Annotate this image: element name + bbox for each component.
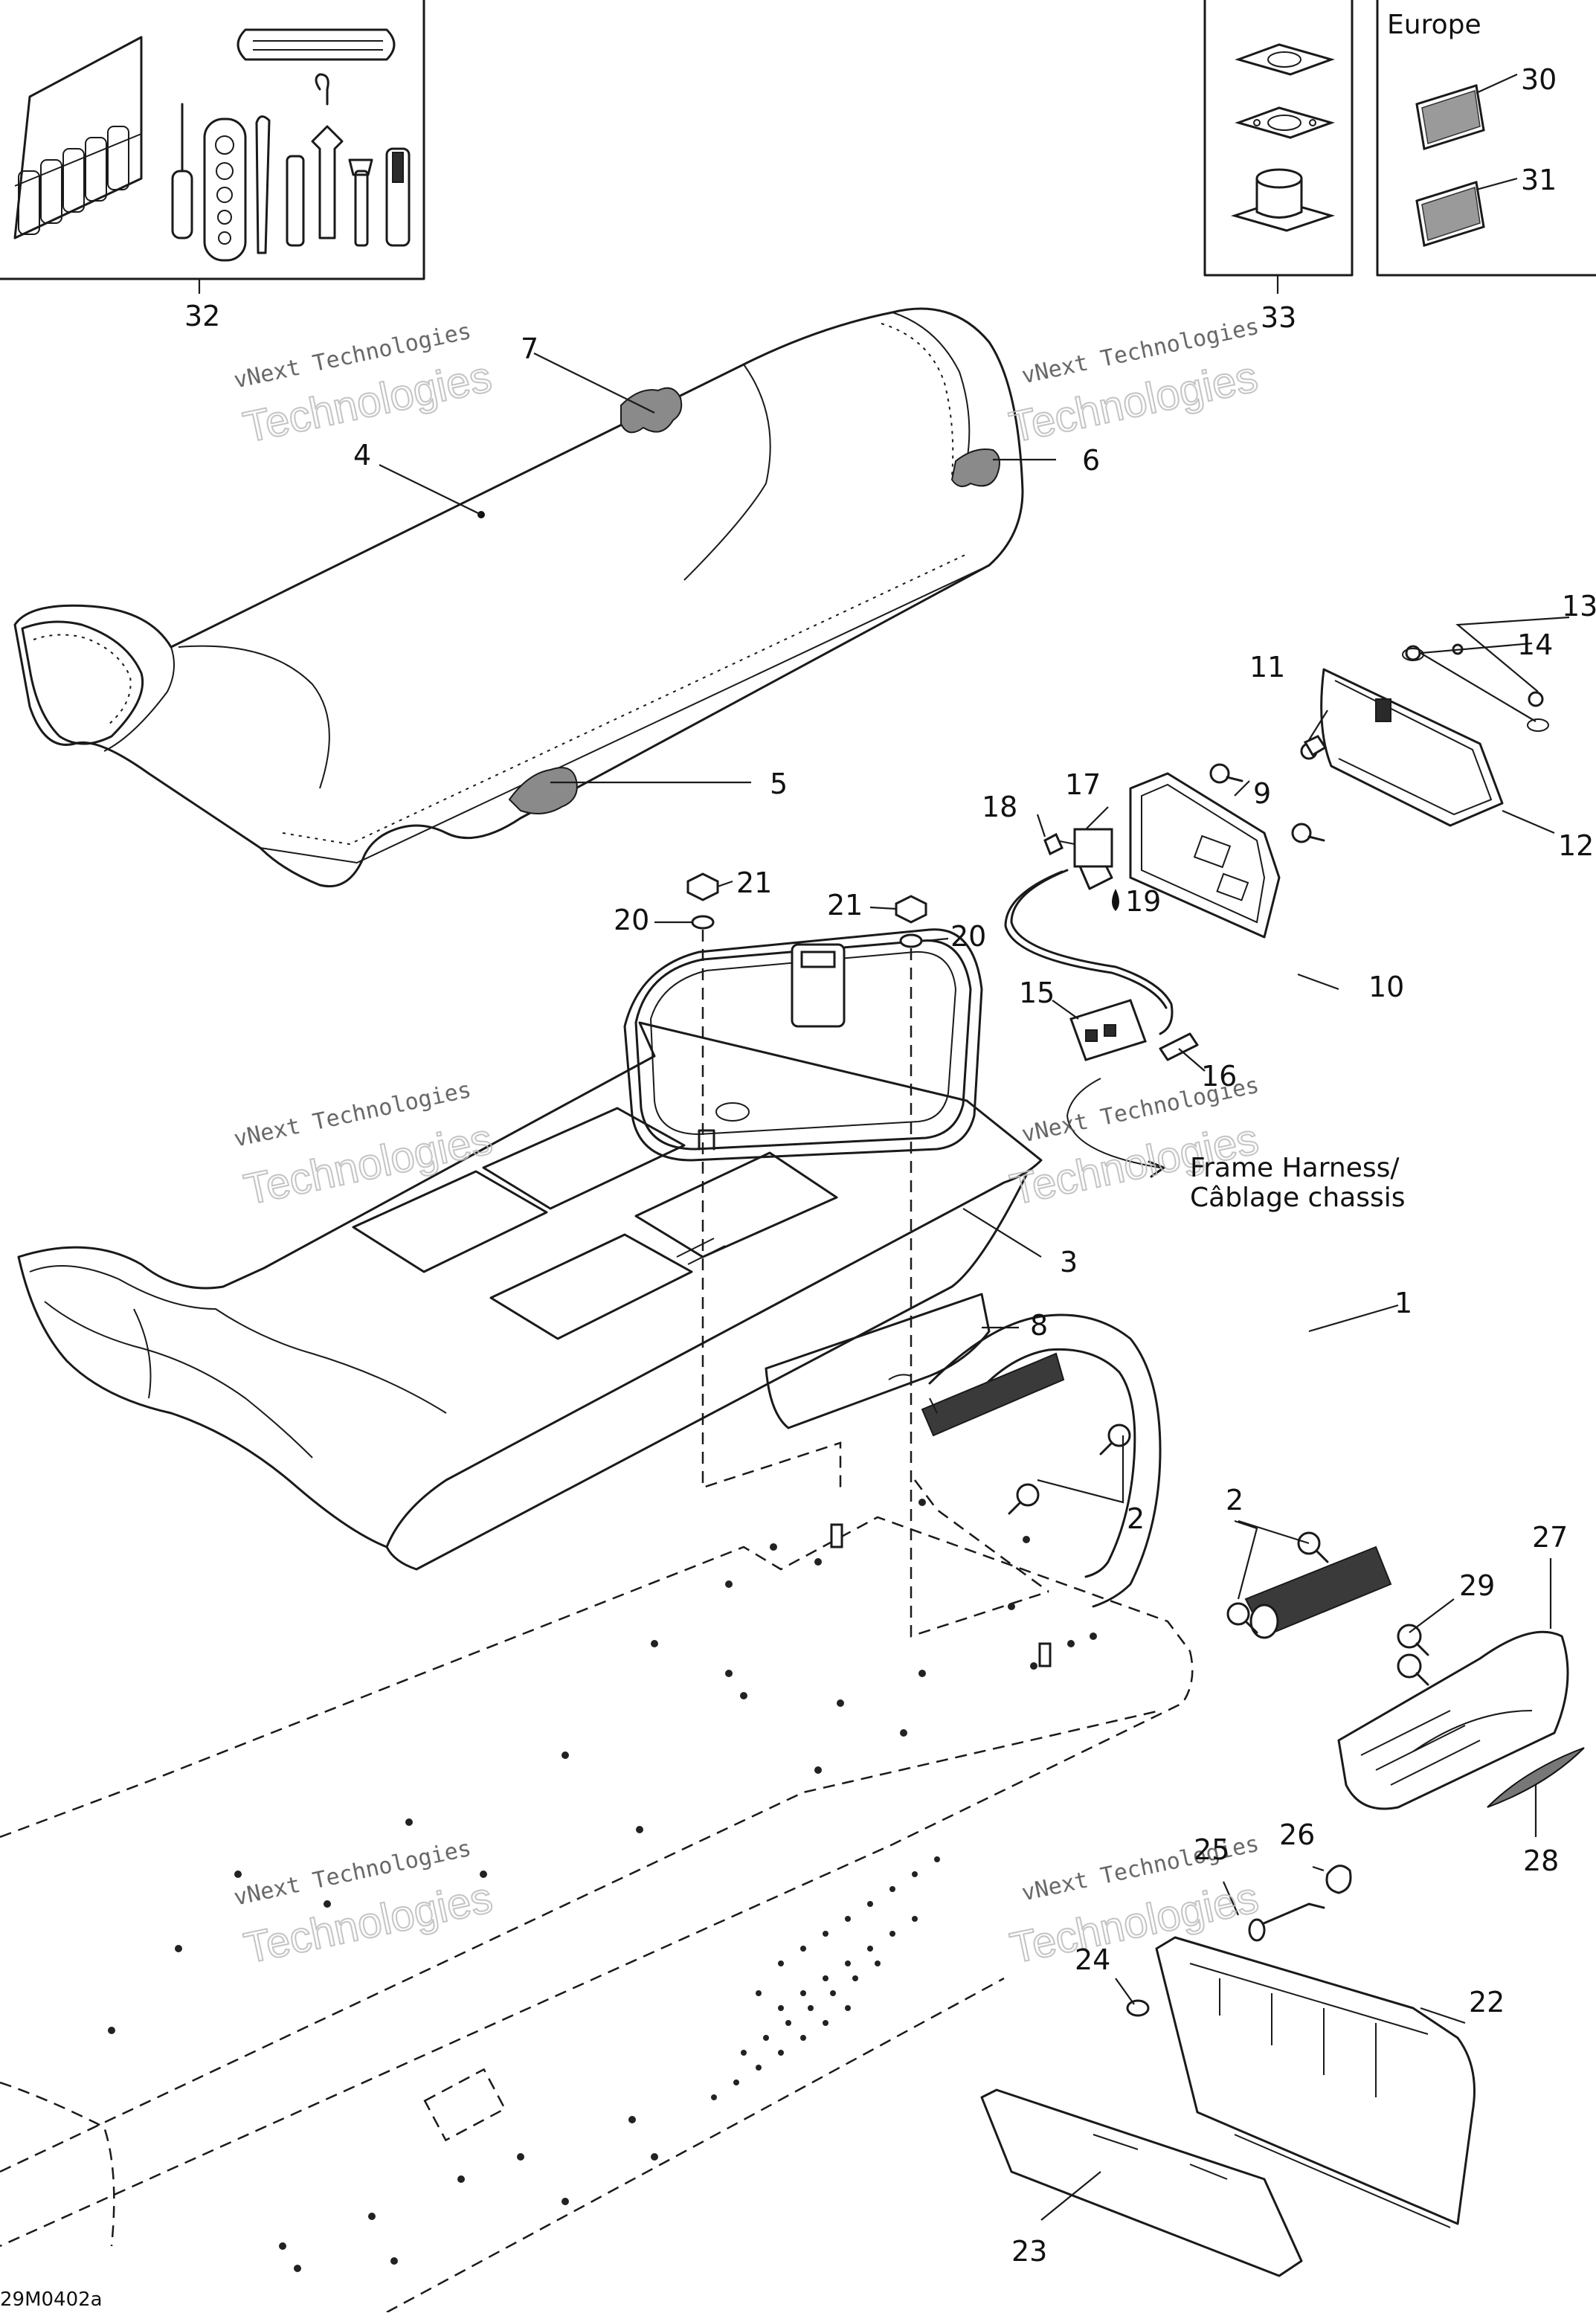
callout-4: 4 — [353, 439, 371, 472]
leader-lines — [198, 73, 1570, 2221]
tail-light — [1129, 643, 1549, 939]
wiring-harness — [1004, 828, 1199, 1178]
snow-flap — [980, 1865, 1476, 2277]
callout-9: 9 — [1253, 777, 1271, 810]
callout-5: 5 — [770, 768, 788, 800]
nuts-washers — [686, 872, 1049, 1638]
tunnel — [0, 1499, 1194, 2314]
callout-20: 20 — [614, 904, 649, 936]
bumper-cover — [1337, 1630, 1585, 1810]
callout-20: 20 — [950, 920, 986, 953]
gasket-kit-box — [1203, 0, 1354, 277]
screws — [1008, 742, 1429, 1686]
callout-17: 17 — [1065, 768, 1101, 801]
frame-harness-label: Frame Harness/ — [1190, 1153, 1400, 1183]
callout-33: 33 — [1261, 301, 1296, 334]
europe-label: Europe — [1387, 10, 1481, 40]
europe-box: Europe — [1376, 0, 1596, 277]
callout-32: 32 — [184, 300, 220, 332]
callout-15: 15 — [1019, 977, 1055, 1009]
tool-kit-box — [0, 0, 425, 280]
callout-31: 31 — [1521, 164, 1557, 196]
callout-30: 30 — [1521, 63, 1557, 96]
frame-harness-note: Frame Harness/ Câblage chassis — [1190, 1153, 1406, 1213]
grab-handle — [921, 1313, 1392, 1639]
callout-14: 14 — [1517, 628, 1553, 661]
callout-24: 24 — [1075, 1943, 1110, 1976]
callout-19: 19 — [1125, 885, 1161, 918]
callout-23: 23 — [1011, 2235, 1047, 2268]
callout-6: 6 — [1082, 444, 1100, 477]
callout-26: 26 — [1279, 1818, 1315, 1851]
rear-tray — [17, 928, 1043, 1571]
callout-29: 29 — [1459, 1569, 1495, 1602]
callout-12: 12 — [1558, 829, 1594, 862]
callout-13: 13 — [1562, 590, 1596, 623]
frame-harness-label-fr: Câblage chassis — [1190, 1183, 1406, 1213]
callout-8: 8 — [1030, 1309, 1048, 1342]
callout-2: 2 — [1226, 1484, 1243, 1516]
seat — [13, 307, 1024, 888]
watermarks: vNext Technologies Technologies vNext Te… — [231, 314, 1263, 1974]
callout-21: 21 — [827, 889, 863, 921]
callout-7: 7 — [521, 332, 538, 365]
callout-28: 28 — [1523, 1844, 1559, 1877]
callout-27: 27 — [1532, 1521, 1568, 1554]
callout-18: 18 — [982, 791, 1017, 823]
callout-16: 16 — [1201, 1060, 1237, 1093]
callout-1: 1 — [1394, 1287, 1412, 1319]
callout-10: 10 — [1368, 971, 1404, 1003]
callout-11: 11 — [1249, 651, 1285, 683]
diagram-code: 29M0402a — [0, 2288, 103, 2311]
callout-25: 25 — [1194, 1833, 1229, 1866]
callouts: 1 2 2 3 4 5 6 7 8 9 10 11 12 13 14 15 16… — [184, 63, 1596, 2268]
callout-21: 21 — [736, 866, 772, 899]
callout-2: 2 — [1127, 1502, 1145, 1535]
callout-22: 22 — [1469, 1986, 1505, 2019]
callout-3: 3 — [1060, 1246, 1078, 1278]
